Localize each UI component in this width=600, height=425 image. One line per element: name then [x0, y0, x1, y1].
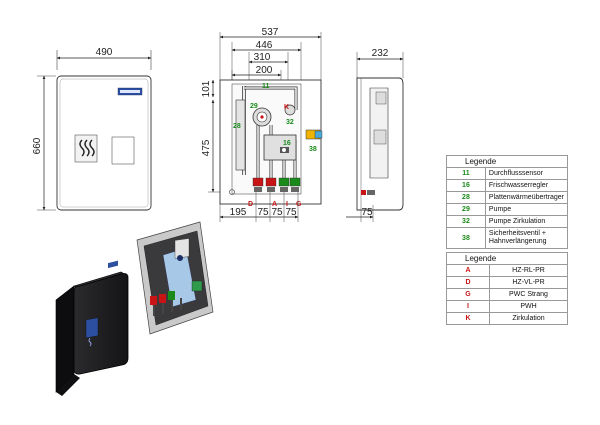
black-cabinet-side — [55, 285, 75, 393]
front-width-label: 490 — [96, 47, 113, 58]
dim-446-label: 446 — [256, 40, 273, 51]
dim-75c-label: 75 — [285, 207, 297, 218]
front-view: 490 660 — [32, 47, 152, 211]
legend-desc: Sicherheitsventil + Hahnverlängerung — [484, 227, 569, 249]
legend-connections-title: Legende — [446, 252, 568, 265]
black-cabinet-front — [73, 273, 129, 375]
dim-200-label: 200 — [256, 65, 273, 76]
legend-desc: HZ-RL-PR — [489, 264, 568, 277]
side-view: 232 75 — [346, 48, 404, 222]
legend-desc: Frischwasserregler — [484, 179, 569, 192]
dim-75b-label: 75 — [271, 207, 283, 218]
side-valve-red — [361, 190, 366, 195]
legend-code: G — [446, 288, 490, 301]
side-bottom-label: 75 — [361, 207, 373, 218]
iso-illustration — [55, 221, 214, 396]
legend-code: 11 — [446, 167, 486, 180]
dim-75a-label: 75 — [257, 207, 269, 218]
legend-desc: HZ-VL-PR — [489, 276, 568, 289]
wave-logo-icon — [74, 134, 98, 163]
front-cabinet-outline — [56, 75, 152, 211]
legend-desc: PWC Strang — [489, 288, 568, 301]
legend-components-title: Legende — [446, 155, 568, 168]
callout-k: K — [284, 104, 289, 111]
callout-d: D — [248, 201, 253, 208]
legend-code: I — [446, 300, 490, 313]
cabinet-brand-badge — [108, 260, 118, 269]
side-depth-label: 232 — [372, 48, 389, 59]
legend-desc: Plattenwärmeübertrager — [484, 191, 569, 204]
cabinet-display — [85, 317, 99, 339]
legend-desc: Pumpe — [484, 203, 569, 216]
legend-code: A — [446, 264, 490, 277]
legend-code: 32 — [446, 215, 486, 228]
legend-code: 16 — [446, 179, 486, 192]
legend-code: 28 — [446, 191, 486, 204]
dim-195-label: 195 — [230, 207, 247, 218]
legend-code: D — [446, 276, 490, 289]
front-height-label: 660 — [32, 137, 43, 154]
legend-desc: Pumpe Zirkulation — [484, 215, 569, 228]
legend-code: 38 — [446, 227, 486, 249]
dim-537-label: 537 — [262, 27, 279, 38]
hydraulic-view: 537 446 310 200 101 475 — [201, 27, 323, 222]
legend-desc: PWH — [489, 300, 568, 313]
legend-desc: Durchflusssensor — [484, 167, 569, 180]
legend-desc: Zirkulation — [489, 312, 568, 325]
bottom-valves — [252, 177, 301, 192]
heat-exchanger-28 — [235, 99, 246, 171]
callout-11: 11 — [262, 83, 270, 90]
callout-28: 28 — [233, 123, 241, 130]
callout-16: 16 — [283, 140, 291, 147]
dim-310-label: 310 — [254, 52, 271, 63]
callout-g: G — [296, 201, 302, 208]
legend-code: 29 — [446, 203, 486, 216]
callout-i: I — [286, 201, 288, 208]
legend-code: K — [446, 312, 490, 325]
dim-101-label: 101 — [201, 80, 212, 97]
callout-a: A — [272, 201, 277, 208]
callout-32: 32 — [286, 119, 294, 126]
front-window — [111, 136, 135, 165]
callout-29: 29 — [250, 103, 258, 110]
dim-475-label: 475 — [201, 139, 212, 156]
circulation-pump — [284, 104, 296, 116]
callout-38: 38 — [309, 146, 317, 153]
